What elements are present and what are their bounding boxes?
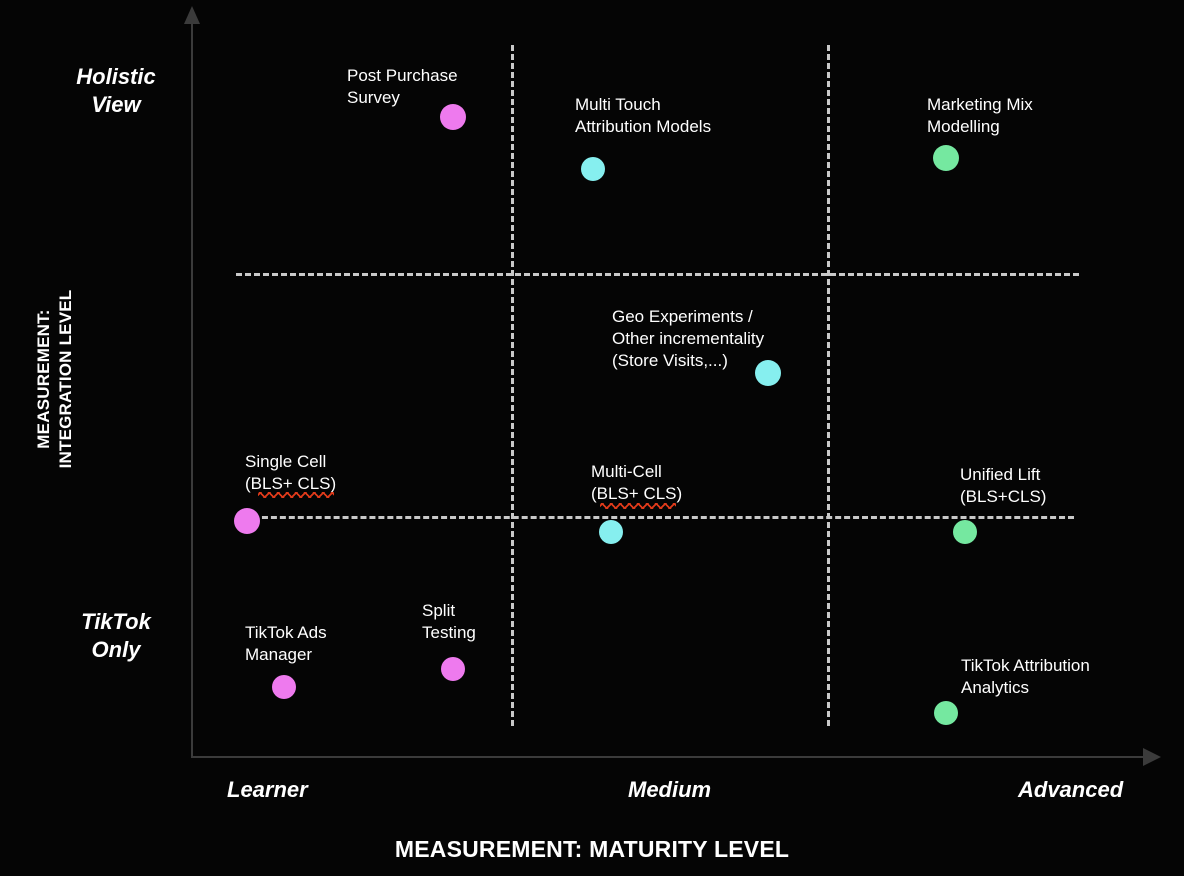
point-label-multi-touch: Multi Touch Attribution Models xyxy=(575,95,712,136)
point-label-multi-cell: Multi-Cell (BLS+ CLS) xyxy=(591,462,683,503)
y-tick-tiktok-only-line2: Only xyxy=(91,637,141,662)
point-label-tiktok-ads: TikTok Ads Manager xyxy=(245,623,327,664)
gridline-vertical-2 xyxy=(827,45,830,726)
point-label-geo-experiments: Geo Experiments / Other incrementality (… xyxy=(612,307,765,370)
y-tick-tiktok-only-line1: TikTok xyxy=(81,609,151,634)
x-tick-learner: Learner xyxy=(227,777,308,802)
y-axis-title: MEASUREMENT: INTEGRATION LEVEL xyxy=(33,249,77,509)
y-axis-title-line1: MEASUREMENT: xyxy=(34,309,53,449)
spellcheck-underline-multi-cell xyxy=(600,503,676,509)
data-point-tiktok-attribution[interactable] xyxy=(934,701,958,725)
y-axis-title-line2: INTEGRATION LEVEL xyxy=(56,289,75,469)
spellcheck-underline-single-cell xyxy=(258,492,334,498)
point-label-single-cell: Single Cell (BLS+ CLS) xyxy=(245,452,337,493)
data-point-split[interactable] xyxy=(441,657,465,681)
x-axis-line xyxy=(191,756,1145,758)
point-label-unified-lift: Unified Lift (BLS+CLS) xyxy=(960,465,1047,506)
x-tick-medium: Medium xyxy=(628,777,712,802)
gridline-vertical-1 xyxy=(511,45,514,726)
data-point-post-purchase[interactable] xyxy=(440,104,466,130)
y-axis-line xyxy=(191,22,193,758)
x-axis-title: MEASUREMENT: MATURITY LEVEL xyxy=(394,836,790,862)
gridline-horizontal-2 xyxy=(253,516,1074,519)
point-label-post-purchase: Post Purchase Survey xyxy=(347,66,458,107)
gridline-horizontal-1 xyxy=(236,273,1079,276)
data-point-tiktok-ads[interactable] xyxy=(272,675,296,699)
data-point-geo-experiments[interactable] xyxy=(755,360,781,386)
data-point-multi-cell[interactable] xyxy=(599,520,623,544)
data-point-single-cell[interactable] xyxy=(234,508,260,534)
x-axis-arrow-icon xyxy=(1143,748,1161,766)
y-tick-holistic-view: Holistic View xyxy=(46,63,186,119)
y-tick-holistic-view-line1: Holistic xyxy=(76,64,156,89)
y-tick-holistic-view-line2: View xyxy=(91,92,141,117)
y-axis-arrow-icon xyxy=(184,6,200,24)
data-point-multi-touch[interactable] xyxy=(581,157,605,181)
data-point-unified-lift[interactable] xyxy=(953,520,977,544)
point-label-marketing-mix: Marketing Mix Modelling xyxy=(927,95,1033,136)
data-point-marketing-mix[interactable] xyxy=(933,145,959,171)
x-tick-advanced: Advanced xyxy=(1018,777,1124,802)
y-tick-tiktok-only: TikTok Only xyxy=(46,608,186,664)
point-label-tiktok-attribution: TikTok Attribution Analytics xyxy=(961,656,1090,697)
point-label-split: Split Testing xyxy=(422,601,476,642)
